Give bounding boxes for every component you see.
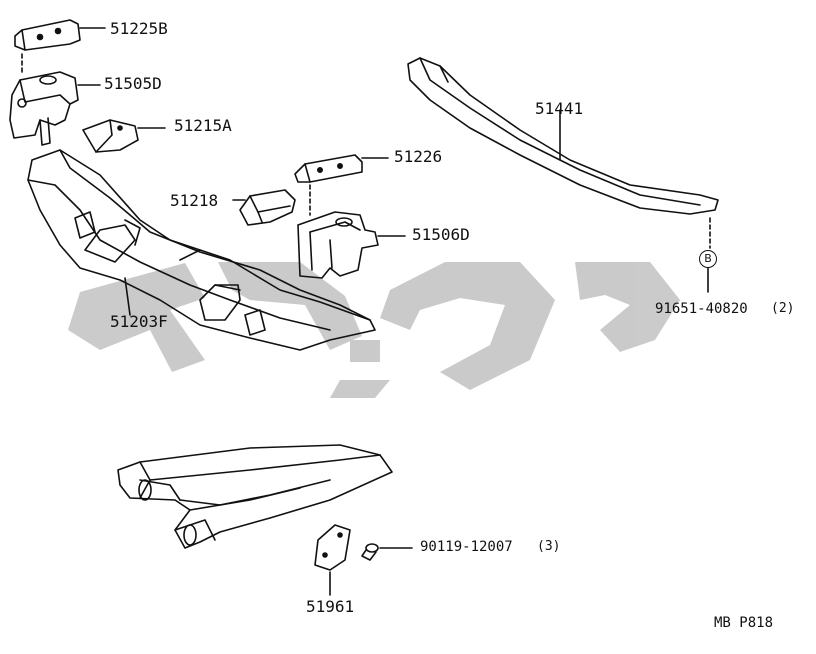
part-label-51506D: 51506D	[412, 225, 470, 244]
bolt-b-quantity: (2)	[771, 301, 795, 316]
part-label-51215A: 51215A	[174, 116, 232, 135]
part-label-51203F: 51203F	[110, 312, 168, 331]
bolt-b-marker: B	[699, 250, 717, 268]
screw-quantity: (3)	[537, 539, 561, 554]
part-51203F-drawing	[27, 149, 376, 351]
part-label-51505D: 51505D	[104, 74, 162, 93]
part-label-51961: 51961	[306, 597, 355, 616]
frame-assembly-drawing	[117, 444, 393, 549]
part-51505D-drawing	[9, 71, 101, 146]
part-51226-drawing	[294, 154, 389, 183]
part-51215A-drawing	[82, 119, 166, 153]
part-51218-drawing	[232, 189, 296, 226]
part-51225B-drawing	[14, 19, 106, 51]
part-51506D-drawing	[297, 211, 406, 279]
screw-part-number: 90119-12007	[420, 539, 513, 555]
part-51441-drawing	[407, 57, 719, 215]
diagram-code: MB P818	[714, 615, 774, 631]
part-51961-drawing	[314, 524, 351, 596]
part-label-51218: 51218	[170, 191, 219, 210]
watermark-logo	[68, 262, 680, 398]
line-work	[9, 19, 719, 596]
part-label-51226: 51226	[394, 147, 443, 166]
bolt-b-part-number: 91651-40820	[655, 301, 748, 317]
part-label-51441: 51441	[535, 99, 584, 118]
part-label-51225B: 51225B	[110, 19, 168, 38]
screw-drawing	[361, 543, 413, 561]
